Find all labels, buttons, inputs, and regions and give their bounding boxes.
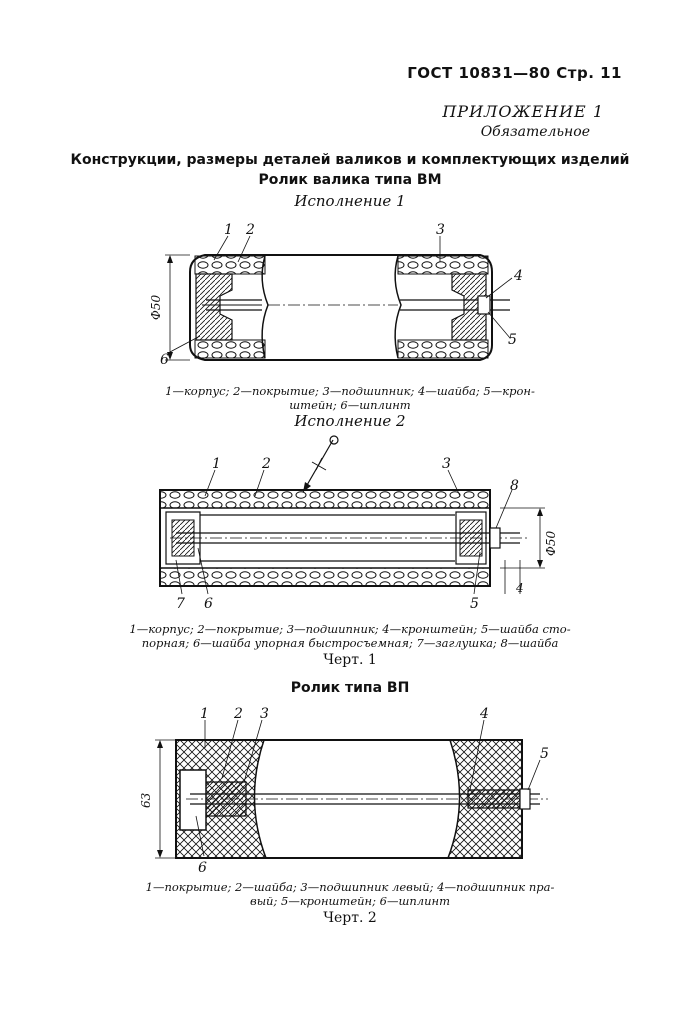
v2-callout-8: 8 [510, 478, 519, 494]
section-subtitle: Ролик валика типа ВМ [258, 172, 442, 188]
v1-dimension: Φ50 [149, 295, 163, 320]
vp-callouts: 1 2 3 4 5 6 63 [139, 706, 549, 876]
appendix-label: ПРИЛОЖЕНИЕ 1 [442, 102, 604, 121]
vp-callout-3: 3 [260, 706, 269, 722]
v2-callout-5: 5 [470, 596, 479, 612]
vp-legend-line1: 1—покрытие; 2—шайба; 3—подшипник левый; … [145, 880, 555, 894]
variant1-title: Исполнение 1 [294, 192, 406, 210]
v1-callout-3: 3 [436, 222, 445, 238]
v2-callout-1: 1 [212, 456, 221, 472]
vp-callout-5: 5 [540, 746, 549, 762]
v2-dimension: Φ50 [544, 531, 558, 556]
vp-legend-line2: вый; 5—кронштейн; 6—шплинт [250, 894, 450, 908]
v1-callout-2: 2 [245, 222, 255, 238]
vp-callout-2: 2 [233, 706, 243, 722]
v2-callout-7: 7 [176, 596, 185, 612]
v2-callout-6: 6 [204, 596, 213, 612]
v2-callout-3: 3 [442, 456, 451, 472]
v2-callout-2: 2 [261, 456, 271, 472]
doc-header: ГОСТ 10831—80 Стр. 11 [407, 64, 622, 82]
figure1-caption: Черт. 1 [323, 652, 377, 668]
vp-dimension: 63 [139, 792, 153, 808]
v1-callout-5: 5 [508, 332, 517, 348]
appendix-note: Обязательное [480, 124, 590, 140]
vp-callout-1: 1 [200, 706, 209, 722]
v2-dim-small: 4 [515, 581, 524, 595]
v2-legend-line2: порная; 6—шайба упорная быстросъемная; 7… [141, 636, 559, 650]
variant2-callouts: 1 2 3 8 7 6 5 Φ50 4 [176, 456, 558, 612]
vp-callout-6: 6 [198, 860, 207, 876]
section-title: Конструкции, размеры деталей валиков и к… [70, 152, 630, 168]
variant1-drawing [165, 235, 513, 361]
v1-callout-6: 6 [160, 352, 169, 368]
variant2-drawing [159, 435, 545, 595]
vp-drawing [155, 719, 548, 859]
v1-legend-line2: штейн; 6—шплинт [289, 398, 411, 412]
vp-title: Ролик типа ВП [290, 680, 410, 696]
variant2-title: Исполнение 2 [294, 412, 406, 430]
vp-callout-4: 4 [479, 706, 489, 722]
variant1-callouts: 1 2 3 4 5 6 Φ50 [149, 222, 523, 368]
v1-callout-1: 1 [224, 222, 233, 238]
v2-legend-line1: 1—корпус; 2—покрытие; 3—подшипник; 4—кро… [129, 622, 571, 636]
v1-callout-4: 4 [513, 268, 523, 284]
figure2-caption: Черт. 2 [323, 910, 377, 926]
v1-legend-line1: 1—корпус; 2—покрытие; 3—подшипник; 4—шай… [165, 384, 535, 398]
